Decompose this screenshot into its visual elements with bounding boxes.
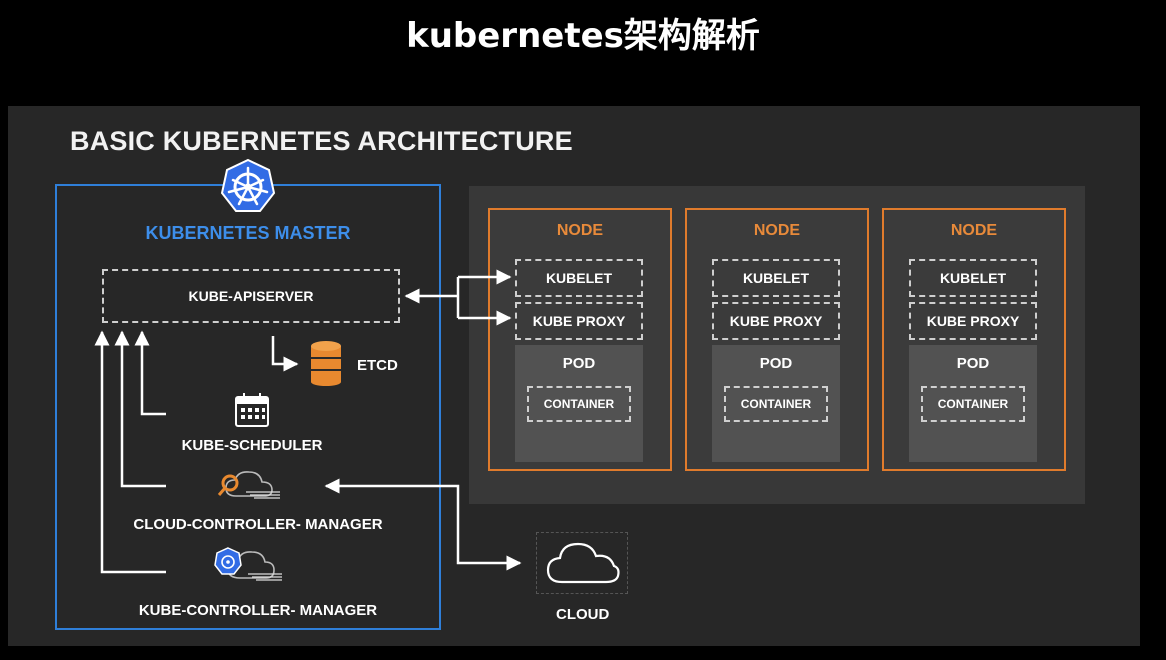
cloud-icon [546,542,620,584]
pod-label: POD [759,355,793,372]
cloud-controller-manager-label: CLOUD-CONTROLLER- MANAGER [133,516,383,533]
kubelet-box: KUBELET [515,259,643,297]
container-box: CONTAINER [724,386,828,422]
kube-controller-connector [94,330,166,574]
cloud-label: CLOUD [556,606,610,623]
kube-controller-manager-label: KUBE-CONTROLLER- MANAGER [138,602,378,619]
kubernetes-logo-icon [220,158,276,212]
kube-proxy-box: KUBE PROXY [909,302,1037,340]
kube-controller-icon [214,547,282,581]
kubelet-box: KUBELET [712,259,840,297]
diagram-heading: BASIC KUBERNETES ARCHITECTURE [70,126,573,156]
node-box: NODE KUBELET KUBE PROXY POD CONTAINER [488,208,672,471]
cloud-connector [324,478,522,571]
kubelet-box: KUBELET [909,259,1037,297]
pod-box: POD CONTAINER [712,345,840,462]
etcd-connector [271,336,299,372]
page-title: kubernetes架构解析 [406,16,760,56]
node-box: NODE KUBELET KUBE PROXY POD CONTAINER [685,208,869,471]
kube-proxy-box: KUBE PROXY [712,302,840,340]
kubernetes-master-label: KUBERNETES MASTER [145,223,351,243]
node-title: NODE [950,222,998,239]
kube-scheduler-label: KUBE-SCHEDULER [181,437,323,454]
node-title: NODE [556,222,604,239]
calendar-icon [235,393,269,427]
pod-label: POD [562,355,596,372]
scheduler-connector [134,330,166,416]
container-box: CONTAINER [527,386,631,422]
container-box: CONTAINER [921,386,1025,422]
pod-box: POD CONTAINER [909,345,1037,462]
pod-box: POD CONTAINER [515,345,643,462]
node-box: NODE KUBELET KUBE PROXY POD CONTAINER [882,208,1066,471]
kube-apiserver-box: KUBE-APISERVER [102,269,400,323]
cloud-icon-frame [536,532,628,594]
cloud-controller-icon [217,471,280,499]
cloud-controller-connector [114,330,166,488]
pod-label: POD [956,355,990,372]
kube-proxy-box: KUBE PROXY [515,302,643,340]
etcd-label: ETCD [357,357,398,374]
database-icon [311,341,341,386]
node-title: NODE [753,222,801,239]
